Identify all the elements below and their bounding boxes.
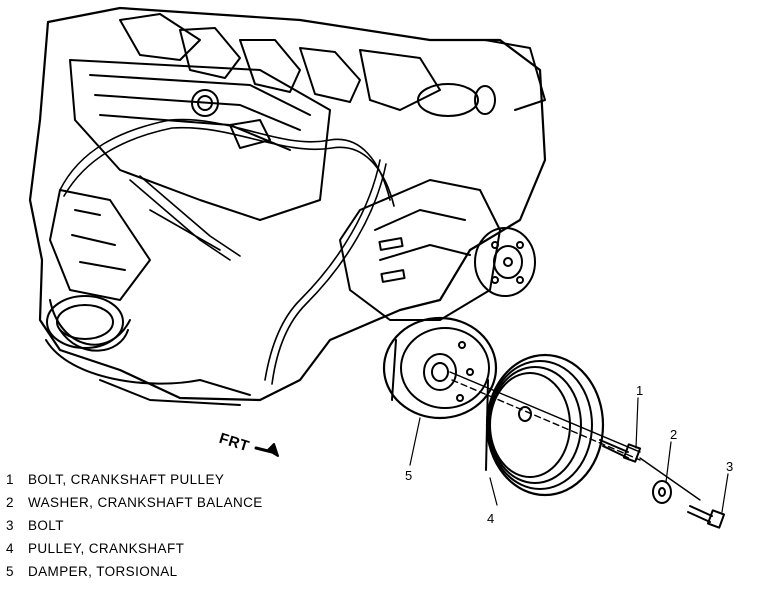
callout-4: 4 bbox=[487, 511, 495, 526]
bolt bbox=[687, 505, 726, 529]
legend-number: 1 bbox=[6, 472, 14, 487]
callout-1: 1 bbox=[636, 383, 644, 398]
legend-number: 2 bbox=[6, 495, 14, 510]
balance-washer bbox=[652, 480, 672, 504]
callout-2: 2 bbox=[670, 427, 678, 442]
fuel-lines bbox=[59, 118, 395, 385]
legend-item: 4 PULLEY, CRANKSHAFT bbox=[6, 537, 263, 560]
torsional-damper bbox=[382, 316, 498, 420]
legend-label: WASHER, CRANKSHAFT BALANCE bbox=[28, 495, 263, 510]
legend-label: BOLT bbox=[28, 518, 64, 533]
front-arrow bbox=[254, 443, 279, 457]
legend-item: 2 WASHER, CRANKSHAFT BALANCE bbox=[6, 491, 263, 514]
crankshaft-axis bbox=[449, 371, 701, 501]
exhaust-manifold bbox=[46, 189, 151, 349]
water-pump-pulley bbox=[474, 227, 536, 297]
legend-item: 5 DAMPER, TORSIONAL bbox=[6, 560, 263, 583]
leader-lines bbox=[409, 397, 729, 513]
legend-label: DAMPER, TORSIONAL bbox=[28, 564, 178, 579]
legend-item: 3 BOLT bbox=[6, 514, 263, 537]
legend-number: 4 bbox=[6, 541, 14, 556]
legend-label: BOLT, CRANKSHAFT PULLEY bbox=[28, 472, 225, 487]
parts-legend: 1 BOLT, CRANKSHAFT PULLEY 2 WASHER, CRANKS… bbox=[6, 468, 263, 583]
callout-5: 5 bbox=[405, 468, 413, 483]
crankshaft-pulley-bolt bbox=[599, 439, 642, 463]
intake-manifold bbox=[119, 13, 546, 117]
legend-label: PULLEY, CRANKSHAFT bbox=[28, 541, 185, 556]
legend-number: 3 bbox=[6, 518, 14, 533]
engine-block bbox=[28, 6, 547, 406]
timing-cover bbox=[339, 179, 501, 321]
legend-number: 5 bbox=[6, 564, 14, 579]
callout-3: 3 bbox=[726, 459, 734, 474]
crankshaft-pulley bbox=[485, 353, 605, 497]
valve-cover bbox=[69, 59, 331, 221]
legend-item: 1 BOLT, CRANKSHAFT PULLEY bbox=[6, 468, 263, 491]
